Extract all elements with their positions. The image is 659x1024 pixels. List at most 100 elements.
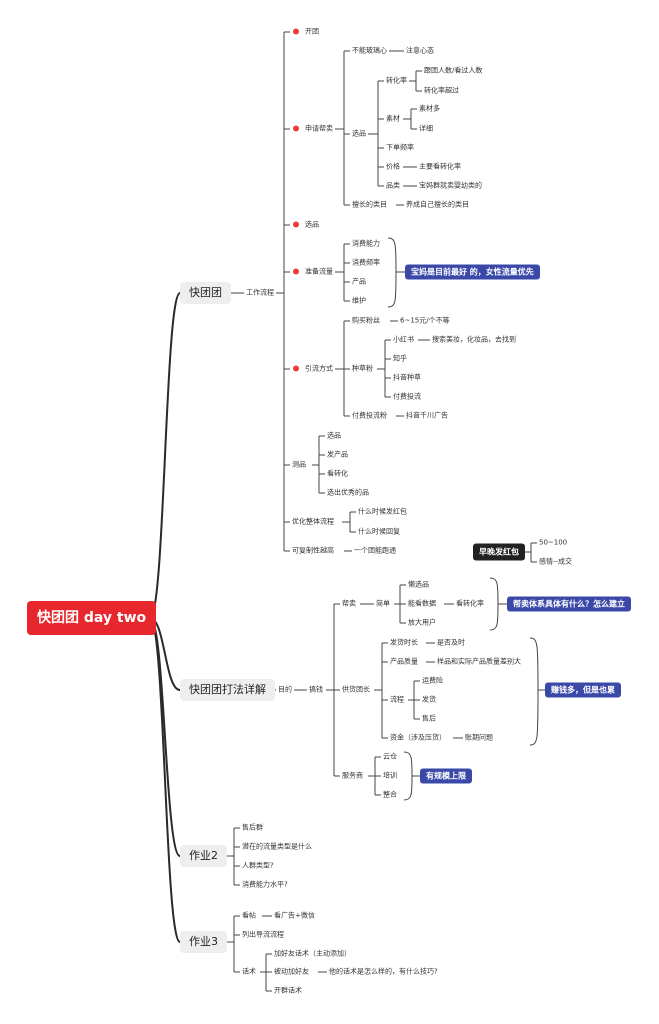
node-fufeitouliufen[interactable]: 付费投流粉 bbox=[350, 410, 389, 422]
red-dot-icon bbox=[293, 221, 299, 228]
node-kaiqun[interactable]: 开群话术 bbox=[272, 985, 304, 997]
node-zhangqi[interactable]: 账期问题 bbox=[463, 732, 495, 744]
node-xuanpin2[interactable]: 选品 bbox=[291, 219, 321, 231]
node-xiaofeishuiping[interactable]: 消费能力水平? bbox=[240, 879, 290, 891]
node-xiaohongshu[interactable]: 小红书 bbox=[391, 334, 416, 346]
node-yigetuan[interactable]: 一个团能跑通 bbox=[352, 545, 398, 557]
node-workflow[interactable]: 工作流程 bbox=[244, 287, 276, 299]
node-kantie[interactable]: 看帖 bbox=[240, 910, 258, 922]
node-zijin[interactable]: 资金（涉及压货） bbox=[388, 732, 448, 744]
node-cp3[interactable]: 看转化 bbox=[325, 468, 350, 480]
root-connector bbox=[149, 617, 181, 943]
node-cp2[interactable]: 发产品 bbox=[325, 449, 350, 461]
branch-kuaituantuan[interactable]: 快团团 bbox=[180, 282, 231, 304]
node-kefuzhi[interactable]: 可复制性越高 bbox=[290, 545, 336, 557]
node-xuanpin[interactable]: 选品 bbox=[350, 128, 368, 140]
node-kanzhuanhualv[interactable]: 看转化率 bbox=[454, 598, 486, 610]
node-cp4[interactable]: 选出优秀的品 bbox=[325, 487, 371, 499]
node-fufeitoufang[interactable]: 付费投流 bbox=[391, 391, 423, 403]
node-tamendehuashu[interactable]: 他的话术是怎么样的，有什么技巧? bbox=[327, 966, 440, 978]
node-fahuoshichang[interactable]: 发货时长 bbox=[388, 637, 420, 649]
node-lanxuanpin[interactable]: 懒选品 bbox=[406, 579, 431, 591]
node-gonghuotuanzhang[interactable]: 供货团长 bbox=[340, 684, 372, 696]
node-huashu[interactable]: 话术 bbox=[240, 966, 258, 978]
brace bbox=[387, 237, 397, 308]
node-zhihu[interactable]: 知乎 bbox=[391, 353, 409, 365]
node-zhongcaofen[interactable]: 种草粉 bbox=[350, 363, 375, 375]
branch-dafa[interactable]: 快团团打法详解 bbox=[180, 679, 275, 701]
node-yangcheng[interactable]: 养成自己擅长的类目 bbox=[404, 199, 471, 211]
node-mudi[interactable]: 目的 bbox=[276, 684, 294, 696]
node-shouhouqun[interactable]: 售后群 bbox=[240, 822, 265, 834]
node-kaituan[interactable]: 开团 bbox=[291, 26, 321, 38]
node-sucai[interactable]: 素材 bbox=[384, 113, 402, 125]
node-goumaifensi[interactable]: 购买粉丝 bbox=[350, 315, 382, 327]
node-yuncang[interactable]: 云仓 bbox=[381, 751, 399, 763]
node-yinliu[interactable]: 引流方式 bbox=[291, 363, 335, 375]
node-gentuan[interactable]: 跟团人数/看过人数 bbox=[422, 65, 485, 77]
red-dot-icon bbox=[293, 365, 299, 372]
node-xiangxi[interactable]: 详细 bbox=[417, 123, 435, 135]
node-jiage[interactable]: 价格 bbox=[384, 161, 402, 173]
node-jiahaoyou[interactable]: 加好友话术（主动添加） bbox=[272, 948, 353, 960]
node-zhuyaokan[interactable]: 主要看转化率 bbox=[417, 161, 463, 173]
node-shenqing[interactable]: 申请帮卖 bbox=[291, 123, 335, 135]
node-wushi[interactable]: 50~100 bbox=[537, 537, 570, 549]
node-youhua[interactable]: 优化整体流程 bbox=[290, 516, 336, 528]
node-weihu[interactable]: 维护 bbox=[350, 295, 368, 307]
node-xiaofeinengli[interactable]: 消费能力 bbox=[350, 238, 382, 250]
red-dot-icon bbox=[293, 28, 299, 35]
node-yunfeixian[interactable]: 运费险 bbox=[420, 675, 445, 687]
floating-zaowan[interactable]: 早晚发红包 bbox=[473, 543, 525, 561]
node-sucaiduo[interactable]: 素材多 bbox=[417, 103, 442, 115]
node-xiadanpinlv[interactable]: 下单频率 bbox=[384, 142, 416, 154]
node-baomaqun[interactable]: 宝妈群就卖婴幼类的 bbox=[417, 180, 484, 192]
node-beidong[interactable]: 被动加好友 bbox=[272, 966, 311, 978]
node-qianzai[interactable]: 潜在的流量类型是什么 bbox=[240, 841, 314, 853]
node-yuan[interactable]: 6~15元/个不等 bbox=[398, 315, 452, 327]
node-jiandan[interactable]: 简单 bbox=[374, 598, 392, 610]
node-cp1[interactable]: 选品 bbox=[325, 430, 343, 442]
node-nengkanshuju[interactable]: 能看数据 bbox=[406, 598, 438, 610]
node-chanpin[interactable]: 产品 bbox=[350, 276, 368, 288]
highlight-guimo[interactable]: 有规模上限 bbox=[420, 768, 472, 784]
node-shifoujishi[interactable]: 是否及时 bbox=[435, 637, 467, 649]
node-fahuo[interactable]: 发货 bbox=[420, 694, 438, 706]
node-douyinqianchuan[interactable]: 抖音千川广告 bbox=[404, 410, 450, 422]
node-chanpinzhiliang[interactable]: 产品质量 bbox=[388, 656, 420, 668]
node-zhuanhualvchaoguo[interactable]: 转化率超过 bbox=[422, 85, 461, 97]
node-liechu[interactable]: 列出导流流程 bbox=[240, 929, 286, 941]
node-fangdayonghu[interactable]: 放大用户 bbox=[406, 617, 438, 629]
highlight-baoma[interactable]: 宝妈是目前最好 的，女性流量优先 bbox=[405, 264, 540, 280]
node-kanguanggao[interactable]: 看广告+微信 bbox=[272, 910, 317, 922]
node-shouhou[interactable]: 售后 bbox=[420, 713, 438, 725]
node-zhuanhualv[interactable]: 转化率 bbox=[384, 75, 409, 87]
node-bangmai[interactable]: 帮卖 bbox=[340, 598, 358, 610]
node-bunengbopo[interactable]: 不能玻璃心 bbox=[350, 45, 389, 57]
node-zhunbei[interactable]: 准备流量 bbox=[291, 266, 335, 278]
node-pinlei[interactable]: 品类 bbox=[384, 180, 402, 192]
node-sousuo[interactable]: 搜索美妆，化妆品，去找到 bbox=[430, 334, 518, 346]
node-xiaofeipinlv[interactable]: 消费频率 bbox=[350, 257, 382, 269]
branch-zuoye2[interactable]: 作业2 bbox=[180, 845, 227, 867]
brace bbox=[403, 751, 413, 801]
node-liucheng[interactable]: 流程 bbox=[388, 694, 406, 706]
node-huifu[interactable]: 什么时候回复 bbox=[356, 526, 402, 538]
root-node[interactable]: 快团团 day two bbox=[27, 601, 157, 635]
node-zhenghe[interactable]: 整合 bbox=[381, 789, 399, 801]
node-yangpin[interactable]: 样品和实际产品质量差别大 bbox=[435, 656, 523, 668]
node-zhuanqian[interactable]: 搞钱 bbox=[307, 684, 325, 696]
node-ganqing[interactable]: 感情--成交 bbox=[537, 556, 575, 568]
highlight-bangmai[interactable]: 帮卖体系具体有什么？怎么建立 bbox=[507, 596, 631, 612]
node-shanchang[interactable]: 擅长的类目 bbox=[350, 199, 389, 211]
node-cepin[interactable]: 测品 bbox=[290, 459, 308, 471]
node-renqun[interactable]: 人群类型? bbox=[240, 860, 276, 872]
node-zhuyixintai[interactable]: 注意心态 bbox=[404, 45, 436, 57]
node-fahongbao[interactable]: 什么时候发红包 bbox=[356, 506, 409, 518]
branch-zuoye3[interactable]: 作业3 bbox=[180, 931, 227, 953]
highlight-zhuanqian[interactable]: 赚钱多，但是也累 bbox=[545, 682, 621, 698]
node-fuwushang[interactable]: 服务商 bbox=[340, 770, 365, 782]
brace bbox=[529, 637, 539, 746]
node-peixun[interactable]: 培训 bbox=[381, 770, 399, 782]
node-douyinzhongcao[interactable]: 抖音种草 bbox=[391, 372, 423, 384]
